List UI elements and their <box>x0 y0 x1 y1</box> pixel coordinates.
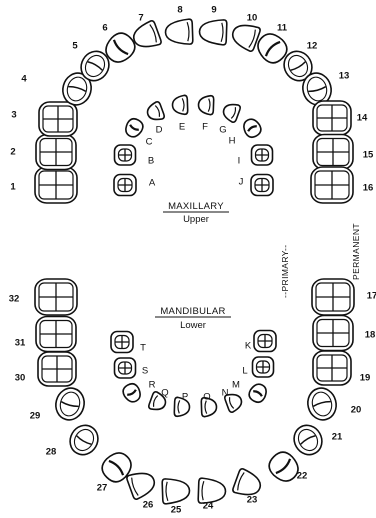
tooth-26 <box>126 468 158 500</box>
tooth-label-L: L <box>242 366 247 377</box>
tooth-I <box>252 145 273 165</box>
tooth-2 <box>36 135 76 170</box>
tooth-T <box>111 332 133 353</box>
maxillary-title: MAXILLARY <box>168 201 224 212</box>
tooth-label-29: 29 <box>30 411 41 422</box>
tooth-label-12: 12 <box>307 41 318 52</box>
tooth-14 <box>313 101 351 135</box>
tooth-16 <box>311 167 353 203</box>
tooth-label-28: 28 <box>46 447 57 458</box>
tooth-label-8: 8 <box>177 5 182 16</box>
tooth-label-2: 2 <box>10 147 15 158</box>
tooth-E <box>172 95 188 115</box>
tooth-B <box>115 145 136 165</box>
tooth-F <box>198 95 214 115</box>
tooth-label-9: 9 <box>211 5 216 16</box>
tooth-19 <box>313 351 351 385</box>
tooth-label-18: 18 <box>365 330 376 341</box>
tooth-label-R: R <box>149 380 156 391</box>
teeth-layer <box>35 19 354 504</box>
tooth-label-15: 15 <box>363 150 374 161</box>
tooth-label-24: 24 <box>203 501 214 512</box>
tooth-label-1: 1 <box>10 182 16 193</box>
tooth-20 <box>304 385 339 423</box>
tooth-17 <box>312 279 354 315</box>
tooth-8 <box>165 19 193 45</box>
tooth-label-D: D <box>156 125 163 136</box>
tooth-29 <box>52 385 87 423</box>
tooth-label-11: 11 <box>277 23 288 34</box>
tooth-label-I: I <box>238 156 241 167</box>
tooth-label-M: M <box>232 380 240 391</box>
tooth-label-6: 6 <box>102 23 107 34</box>
tooth-label-O: O <box>203 392 210 403</box>
tooth-label-A: A <box>149 178 156 189</box>
lower-label: Lower <box>180 320 206 331</box>
tooth-S <box>115 358 136 378</box>
tooth-label-4: 4 <box>21 74 27 85</box>
tooth-label-3: 3 <box>11 110 16 121</box>
tooth-label-J: J <box>239 177 244 188</box>
primary-label: --PRIMARY-- <box>280 244 290 298</box>
tooth-30 <box>38 352 76 386</box>
tooth-label-B: B <box>148 156 154 167</box>
tooth-label-21: 21 <box>332 432 343 443</box>
tooth-D <box>145 101 165 123</box>
tooth-1 <box>35 167 77 203</box>
tooth-21 <box>289 420 327 459</box>
tooth-label-20: 20 <box>351 405 362 416</box>
upper-label: Upper <box>183 214 209 225</box>
tooth-label-23: 23 <box>247 495 258 506</box>
tooth-label-N: N <box>222 388 229 399</box>
tooth-H <box>241 116 264 140</box>
tooth-label-K: K <box>245 341 252 352</box>
tooth-3 <box>39 102 77 136</box>
tooth-label-27: 27 <box>97 483 108 494</box>
tooth-label-14: 14 <box>357 113 368 124</box>
tooth-label-31: 31 <box>15 338 26 349</box>
tooth-label-S: S <box>142 366 148 377</box>
tooth-label-32: 32 <box>9 294 20 305</box>
tooth-31 <box>36 317 76 352</box>
tooth-label-25: 25 <box>171 505 182 516</box>
tooth-L <box>253 357 274 377</box>
tooth-15 <box>313 135 353 170</box>
tooth-25 <box>162 478 190 504</box>
tooth-label-G: G <box>219 125 226 136</box>
tooth-R <box>121 381 144 405</box>
tooth-G <box>221 101 241 123</box>
tooth-9 <box>199 19 227 45</box>
tooth-label-C: C <box>146 137 153 148</box>
tooth-label-5: 5 <box>72 41 78 52</box>
tooth-C <box>123 116 146 140</box>
tooth-label-F: F <box>202 122 208 133</box>
permanent-label: PERMANENT <box>351 223 361 280</box>
tooth-label-E: E <box>179 122 185 133</box>
tooth-label-10: 10 <box>247 13 258 24</box>
tooth-label-Q: Q <box>161 388 168 399</box>
tooth-J <box>251 175 273 196</box>
mandibular-title: MANDIBULAR <box>160 306 225 317</box>
tooth-label-P: P <box>182 392 188 403</box>
tooth-label-22: 22 <box>297 471 308 482</box>
tooth-label-30: 30 <box>15 373 26 384</box>
tooth-label-19: 19 <box>360 373 371 384</box>
tooth-label-H: H <box>229 136 236 147</box>
tooth-label-17: 17 <box>367 291 376 302</box>
tooth-K <box>254 331 276 352</box>
tooth-label-T: T <box>140 343 146 354</box>
tooth-label-7: 7 <box>138 13 143 24</box>
tooth-label-13: 13 <box>339 71 350 82</box>
tooth-28 <box>65 420 103 459</box>
tooth-label-26: 26 <box>143 500 154 511</box>
tooth-18 <box>313 316 353 351</box>
tooth-A <box>114 175 136 196</box>
tooth-10 <box>229 20 261 52</box>
tooth-label-16: 16 <box>363 183 374 194</box>
tooth-32 <box>35 279 77 315</box>
tooth-M <box>247 381 270 405</box>
